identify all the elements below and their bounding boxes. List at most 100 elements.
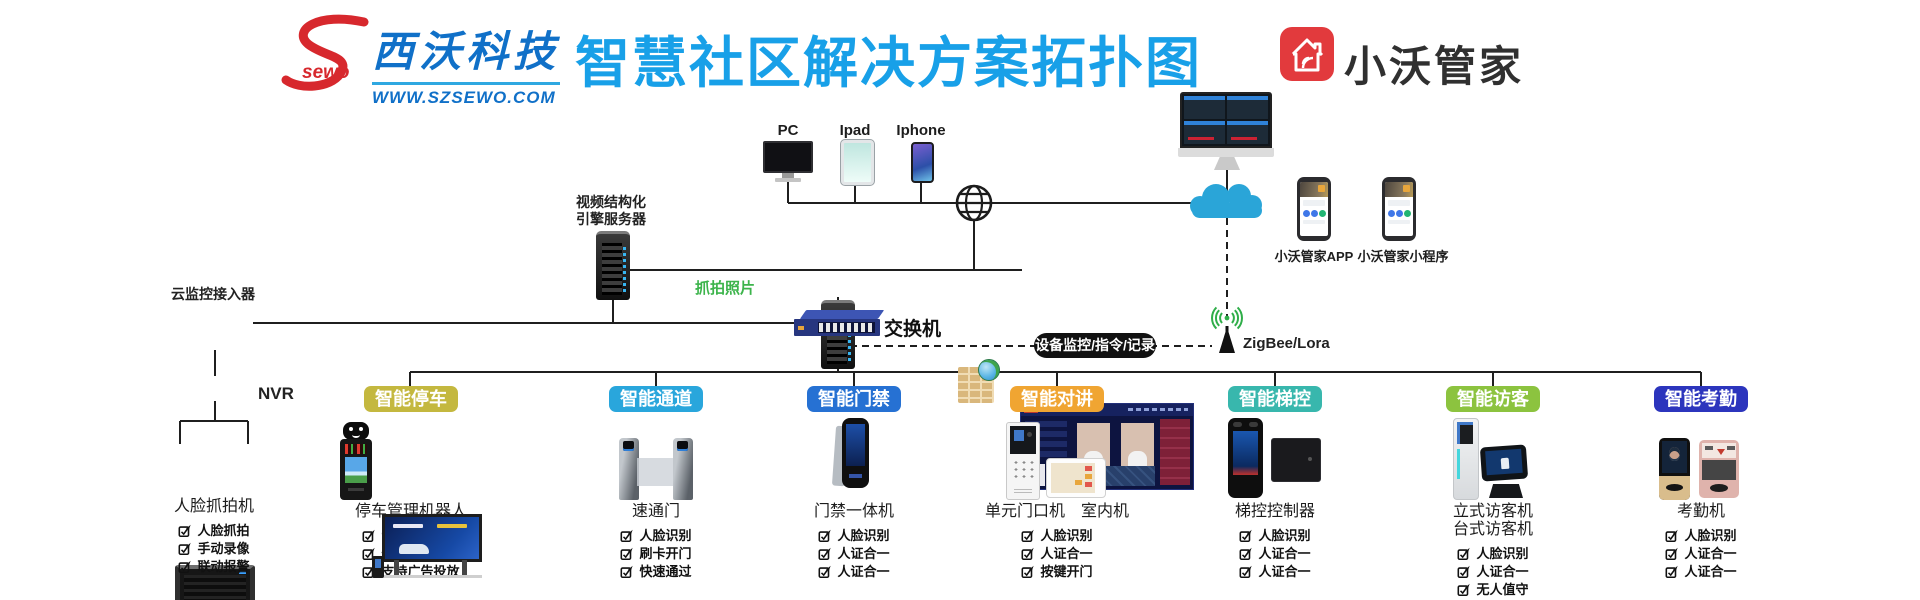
check-icon <box>1240 529 1253 543</box>
feature-item: 人脸抓拍 <box>178 524 250 538</box>
feature-item: 人脸识别 <box>1457 547 1529 561</box>
feature-item: 人脸识别 <box>818 529 890 543</box>
feature-item: 人证合一 <box>1457 565 1529 579</box>
sewo-logo-icon: sewo <box>281 14 369 91</box>
category-attendance: 智能考勤 考勤机 人脸识别 人证合一 人证合一 <box>1591 386 1811 583</box>
cloud-icon <box>1190 184 1262 218</box>
check-icon <box>1458 583 1471 597</box>
check-icon <box>1666 547 1679 561</box>
category-label: 智能通道 <box>609 386 703 412</box>
capture-photo-label: 抓拍照片 <box>695 280 756 297</box>
zigbee-antenna-icon <box>1211 306 1243 353</box>
cloud-adapter-label: 云监控接入器 <box>171 286 255 302</box>
check-icon <box>1022 529 1035 543</box>
check-icon <box>1458 565 1471 579</box>
check-icon <box>1458 547 1471 561</box>
switch-label: 交换机 <box>884 319 942 340</box>
feature-item: 按键开门 <box>1021 565 1093 579</box>
check-icon <box>621 565 634 579</box>
category-label: 智能停车 <box>364 386 458 412</box>
device-name: 人脸抓拍机 <box>173 498 254 515</box>
feature-item: 人证合一 <box>1021 547 1093 561</box>
sewo-logo-script: sewo <box>302 62 350 83</box>
feature-item: 人证合一 <box>818 565 890 579</box>
feature-item: 快速通过 <box>620 565 692 579</box>
category-passage: 智能通道 速通门 人脸识别 刷卡开门 快速通过 <box>546 386 766 583</box>
category-label: 智能访客 <box>1446 386 1540 412</box>
attendance-machines-image <box>1591 414 1811 500</box>
feature-item: 人脸识别 <box>1021 529 1093 543</box>
feature-item: 人证合一 <box>818 547 890 561</box>
check-icon <box>1666 529 1679 543</box>
feature-item: 联动报警 <box>178 560 250 574</box>
check-icon <box>363 529 376 543</box>
check-icon <box>621 529 634 543</box>
page-title: 智慧社区解决方案拓扑图 <box>575 32 1203 94</box>
visitor-machines-image <box>1383 414 1603 500</box>
category-elevator: 智能梯控 梯控控制器 人脸识别 人证合一 人证合一 <box>1165 386 1385 583</box>
parking-robot-image <box>301 414 521 578</box>
category-label: 智能梯控 <box>1228 386 1322 412</box>
check-icon <box>1666 565 1679 579</box>
miniapp-phone-image <box>1382 177 1416 241</box>
nvr-label: NVR <box>258 384 294 403</box>
device-monitor-pill: 设备监控/指令/记录 <box>1034 333 1156 358</box>
zigbee-label: ZigBee/Lora <box>1243 335 1330 352</box>
check-icon <box>1240 547 1253 561</box>
ipad-image <box>840 139 875 186</box>
pc-label: PC <box>777 122 799 139</box>
firewall-icon <box>958 359 1000 403</box>
check-icon <box>179 542 192 556</box>
feature-item: 人脸识别 <box>1665 529 1737 543</box>
feature-item: 人证合一 <box>1665 547 1737 561</box>
access-terminal-image <box>744 414 964 500</box>
check-icon <box>1022 565 1035 579</box>
check-icon <box>179 524 192 538</box>
feature-item: 人脸识别 <box>1239 529 1311 543</box>
camera-branch-info: 人脸抓拍机 人脸抓拍 手动录像 联动报警 <box>104 495 324 578</box>
video-server-image <box>596 231 630 300</box>
check-icon <box>1240 565 1253 579</box>
feature-item: 人证合一 <box>1239 565 1311 579</box>
elevator-controller-image <box>1165 414 1385 500</box>
app-phone-image <box>1297 177 1331 241</box>
device-name: 立式访客机 <box>1452 503 1533 520</box>
category-parking: 智能停车 停车管理机器人 识别车牌 快速开闸 <box>301 386 521 583</box>
ipad-label: Ipad <box>839 122 871 139</box>
feature-item: 人脸识别 <box>620 529 692 543</box>
category-label: 智能考勤 <box>1654 386 1748 412</box>
category-label: 智能门禁 <box>807 386 901 412</box>
feature-item: 无人值守 <box>1457 583 1529 597</box>
miniapp-phone-label: 小沃管家小程序 <box>1357 249 1449 264</box>
check-icon <box>819 565 832 579</box>
iphone-label: Iphone <box>896 122 946 139</box>
check-icon <box>819 547 832 561</box>
category-visitor: 智能访客 立式访客机 台式访客机 人脸识别 人证合一 无人值守 <box>1383 386 1603 600</box>
device-name: 单元门口机 室内机 <box>984 503 1129 520</box>
feature-item: 人证合一 <box>1665 565 1737 579</box>
device-name: 梯控控制器 <box>1234 503 1315 520</box>
check-icon <box>819 529 832 543</box>
brand-name: 小沃管家 <box>1344 43 1525 90</box>
iphone-image <box>911 142 934 183</box>
check-icon <box>179 560 192 574</box>
category-intercom: 智能对讲 单元门口机 室内机 人脸识别 人证合一 按键开门 <box>947 386 1167 583</box>
check-icon <box>1022 547 1035 561</box>
feature-item: 手动录像 <box>178 542 250 556</box>
device-name: 速通门 <box>631 503 680 520</box>
company-name: 西沃科技 <box>372 18 561 85</box>
brand-home-icon <box>1280 27 1334 81</box>
company-website: WWW.SZSEWO.COM <box>372 88 556 107</box>
check-icon <box>363 547 376 561</box>
device-name-2: 台式访客机 <box>1452 521 1533 538</box>
speed-gate-image <box>546 414 766 500</box>
internet-globe-icon <box>955 184 993 222</box>
check-icon <box>621 547 634 561</box>
category-access: 智能门禁 门禁一体机 人脸识别 人证合一 人证合一 <box>744 386 964 583</box>
intercom-devices-image <box>947 414 1167 500</box>
video-server-label: 视频结构化 引擎服务器 <box>576 194 646 227</box>
feature-item: 刷卡开门 <box>620 547 692 561</box>
pc-image <box>763 141 813 182</box>
switch-image <box>794 310 885 336</box>
